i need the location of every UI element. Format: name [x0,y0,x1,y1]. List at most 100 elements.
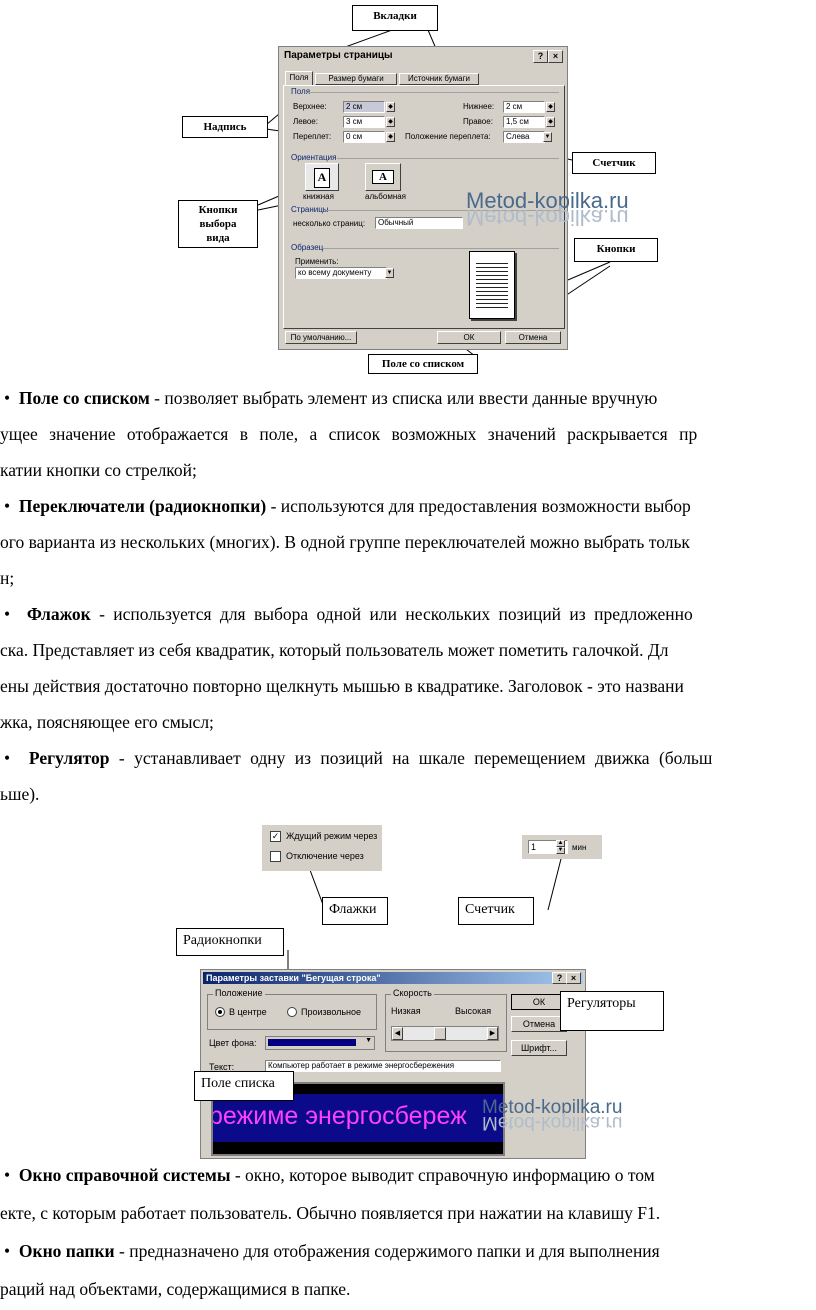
group-fields-title: Поля [291,87,311,96]
font-button[interactable]: Шрифт... [511,1040,567,1056]
paragraph-line: н; [0,568,15,588]
cancel-button[interactable]: Отмена [505,331,561,344]
dialog-title: Параметры заставки "Бегущая строка" [206,973,381,983]
speed-slider[interactable]: ◀ ▶ [391,1026,499,1041]
apply-select[interactable]: ко всему документу [295,267,387,279]
paragraph-line: • Флажок - используется для выбора одной… [4,604,693,624]
portrait-icon: A [314,168,330,188]
tab-fields[interactable]: Поля [285,71,313,85]
right-margin-spinner[interactable]: ◆ [546,117,555,127]
close-button[interactable]: × [548,50,563,63]
watermark-reflection: Metod-kopilka.ru [482,1112,623,1133]
speed-high-label: Высокая [455,1006,492,1016]
tab-paper-size[interactable]: Размер бумаги [315,73,397,85]
left-margin-input[interactable]: 3 см [343,116,385,128]
paragraph-line: • Окно папки - предназначено для отображ… [4,1241,660,1261]
gutter-spinner[interactable]: ◆ [386,132,395,142]
callout-buttons: Кнопки [574,238,658,262]
dialog-title-bar: Параметры заставки "Бегущая строка" ? × [203,972,583,984]
radio-center[interactable] [215,1007,225,1017]
ok-button[interactable]: ОК [437,331,501,344]
help-button[interactable]: ? [533,50,548,63]
chevron-down-icon[interactable]: ▼ [543,132,552,142]
paragraph-line: • Переключатели (радиокнопки) - использу… [4,496,691,516]
gutter-position-select[interactable]: Слева [503,131,545,143]
callout-list: Поле списка [194,1071,294,1101]
paragraph-line: ого варианта из нескольких (многих). В о… [0,532,690,552]
preview-text: режиме энергосбереж [213,1102,467,1130]
dialog-title-bar: Параметры страницы ? × [281,49,565,63]
dialog-title: Параметры страницы [284,50,393,61]
callout-counter: Счетчик [458,897,534,925]
callout-flags: Флажки [322,897,388,925]
right-margin-input[interactable]: 1,5 см [503,116,545,128]
cancel-button[interactable]: Отмена [511,1016,567,1032]
group-speed-title: Скорость [391,988,434,998]
bg-color-label: Цвет фона: [209,1038,257,1048]
spin-up-icon[interactable]: ▲ [556,840,565,847]
default-button[interactable]: По умолчанию... [285,331,357,344]
gutter-label: Переплет: [293,132,332,141]
group-position [207,994,377,1030]
paragraph-line: ущее значение отображается в поле, а спи… [0,424,698,444]
marquee-dialog: Параметры заставки "Бегущая строка" ? × … [200,969,586,1159]
bg-color-select[interactable]: ▼ [265,1036,375,1050]
ok-button[interactable]: ОК [511,994,567,1010]
bottom-margin-spinner[interactable]: ◆ [546,102,555,112]
checkbox-standby[interactable]: ✓ [270,831,281,842]
slider-thumb[interactable] [434,1027,446,1040]
tab-panel [283,85,565,329]
scroll-right-icon[interactable]: ▶ [487,1027,498,1040]
group-orientation-divider [337,158,559,159]
group-pages-divider [327,210,559,211]
tab-paper-source[interactable]: Источник бумаги [399,73,479,85]
paragraph-line: • Регулятор - устанавливает одну из пози… [4,748,713,768]
watermark: Metod-kopilka.ru [482,1097,623,1118]
paragraph-line: ска. Представляет из себя квадратик, кот… [0,640,669,660]
text-label: Текст: [209,1062,235,1072]
group-fields-divider [309,92,559,93]
spin-down-icon[interactable]: ▼ [556,847,565,854]
radio-center-label: В центре [229,1007,267,1017]
paragraph-line: катии кнопки со стрелкой; [0,460,197,480]
preview-lines [476,260,508,308]
chevron-down-icon[interactable]: ▼ [365,1037,372,1044]
pages-select[interactable]: Обычный [375,217,463,229]
top-margin-input[interactable]: 2 см [343,101,385,113]
landscape-button[interactable]: A [365,163,401,191]
checkbox-shutdown[interactable] [270,851,281,862]
bottom-margin-label: Нижнее: [463,102,495,111]
apply-label: Применить: [295,257,339,266]
checkbox-strip: ✓ Ждущий режим через Отключение через [262,825,382,871]
portrait-label: книжная [303,192,334,201]
landscape-label: альбомная [365,192,407,201]
callout-combo: Поле со списком [368,354,478,374]
left-margin-spinner[interactable]: ◆ [386,117,395,127]
portrait-button[interactable]: A [305,163,339,191]
watermark: Metod-kopilka.ru [466,188,629,213]
scroll-left-icon[interactable]: ◀ [392,1027,403,1040]
left-margin-label: Левое: [293,117,318,126]
figure-page-setup: Параметры страницы ? × Поля Размер бумаг… [170,0,670,375]
gutter-input[interactable]: 0 см [343,131,385,143]
radio-free[interactable] [287,1007,297,1017]
spin-unit: мин [572,843,587,852]
bg-color-swatch [268,1039,356,1046]
close-button[interactable]: × [566,972,581,984]
watermark-reflection: Metod-kopilka.ru [466,205,629,230]
top-margin-spinner[interactable]: ◆ [386,102,395,112]
radio-free-label: Произвольное [301,1007,362,1017]
callout-radio: Радиокнопки [176,928,284,956]
paragraph-line: • Поле со списком - позволяет выбрать эл… [4,388,658,408]
paragraph-line: жка, поясняющее его смысл; [0,712,214,732]
top-margin-label: Верхнее: [293,102,327,111]
right-margin-label: Правое: [463,117,493,126]
group-position-title: Положение [213,988,265,998]
chevron-down-icon[interactable]: ▼ [385,268,394,278]
group-sample-title: Образец [291,243,324,252]
group-pages-title: Страницы [291,205,329,214]
bottom-margin-input[interactable]: 2 см [503,101,545,113]
help-button[interactable]: ? [552,972,567,984]
text-input[interactable]: Компьютер работает в режиме энергосбереж… [265,1060,501,1072]
speed-low-label: Низкая [391,1006,421,1016]
